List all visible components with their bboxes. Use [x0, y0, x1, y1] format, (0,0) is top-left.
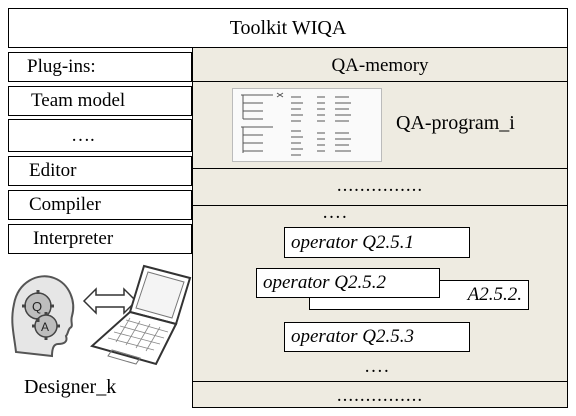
ellipsis-row: ............... [336, 175, 424, 196]
left-item-team-model: Team model [8, 86, 192, 116]
designer-label: Designer_k [24, 376, 117, 398]
operator-box: operator Q2.5.2 [256, 268, 440, 298]
qa-memory-label: QA-memory [192, 50, 568, 82]
ellipsis-small: …. [322, 202, 348, 223]
head-with-qa-gears-icon: Q A [8, 264, 78, 364]
svg-text:Q: Q [32, 299, 42, 314]
ellipsis-small: …. [364, 356, 390, 377]
divider [192, 205, 568, 206]
ellipsis-row: ............... [336, 385, 424, 406]
qa-program-thumbnail [232, 88, 382, 162]
operator-box: operator Q2.5.1 [284, 227, 470, 258]
left-item-compiler: Compiler [8, 190, 192, 220]
laptop-icon [89, 262, 194, 370]
left-item-ellipsis: …. [8, 119, 192, 152]
left-item-editor: Editor [8, 156, 192, 186]
svg-text:A: A [41, 320, 49, 334]
divider [192, 381, 568, 382]
program-tree-icon [241, 92, 351, 156]
left-item-interpreter: Interpreter [8, 224, 192, 254]
divider [192, 168, 568, 169]
left-item-plugins: Plug-ins: [8, 52, 192, 82]
qa-program-label: QA-program_i [396, 112, 515, 134]
operator-box: operator Q2.5.3 [284, 322, 470, 352]
diagram-title: Toolkit WIQA [8, 8, 568, 48]
